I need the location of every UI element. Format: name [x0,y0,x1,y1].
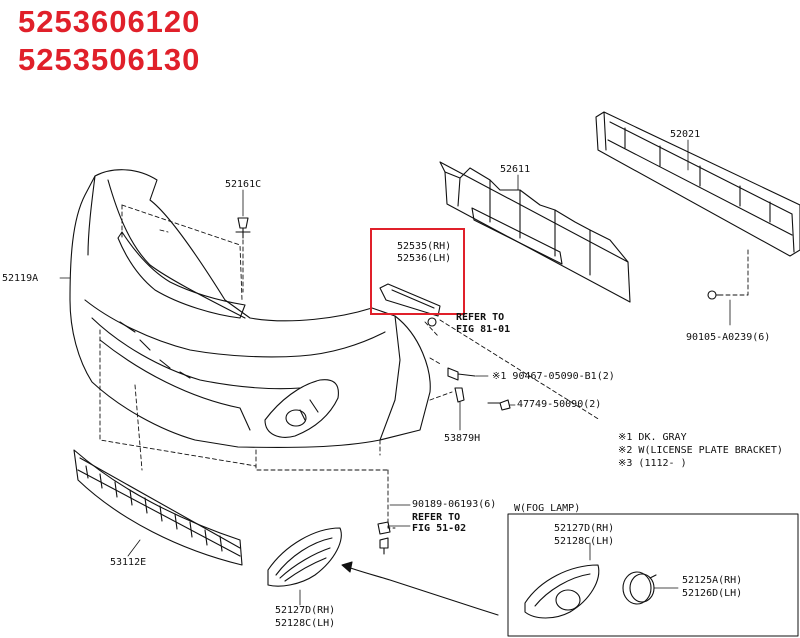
label-90189: 90189-06193(6) [412,499,497,510]
bumper-reinforcement-52021 [595,111,800,257]
label-fog-lamp: W(FOG LAMP) [514,503,581,514]
label-52021: 52021 [670,129,701,140]
label-52127d: 52127D(RH) [275,605,336,616]
arrow-to-fog-box [344,565,499,616]
fog-lamp-box [507,513,799,637]
note-2: ※2 W(LICENSE PLATE BRACKET) [618,445,783,456]
highlight-box [370,228,465,315]
label-52126d: 52126D(LH) [682,588,743,599]
label-53879h: 53879H [444,433,481,444]
fasteners [377,290,723,555]
bumper-cover-52119a [69,169,431,449]
label-53112e: 53112E [110,557,147,568]
note-3: ※3 (1112- ) [618,458,687,469]
label-52125a: 52125A(RH) [682,575,743,586]
label-refer-to-1: REFER TO [456,312,505,323]
fog-lamp [622,571,657,605]
label-refer-to-2: REFER TO [412,512,461,523]
lower-grille-53112e [73,449,243,566]
label-52611: 52611 [500,164,531,175]
label-52127d-box: 52127D(RH) [554,523,615,534]
label-52536: 52536(LH) [397,253,452,264]
label-52128c: 52128C(LH) [275,618,336,629]
label-52128c-box: 52128C(LH) [554,536,615,547]
label-47749: 47749-50090(2) [517,399,602,410]
fog-lamp-cover-bottom [267,527,342,587]
note-1: ※1 DK. GRAY [618,432,687,443]
clip-52161c [235,217,251,239]
part-number-title-2: 5253506130 [18,42,201,77]
label-fig-51-02: FIG 51-02 [412,523,467,534]
retainer-52535 [379,283,441,327]
part-number-title-1: 5253606120 [18,4,201,39]
label-fig-81-01: FIG 81-01 [456,324,511,335]
energy-absorber-52611 [439,161,631,303]
fog-lamp-bezel [524,564,600,619]
label-52119a: 52119A [2,273,39,284]
label-52535: 52535(RH) [397,241,452,252]
label-52161c: 52161C [225,179,262,190]
label-90467: ※1 90467-05090-B1(2) [492,371,615,382]
label-90105: 90105-A0239(6) [686,332,771,343]
